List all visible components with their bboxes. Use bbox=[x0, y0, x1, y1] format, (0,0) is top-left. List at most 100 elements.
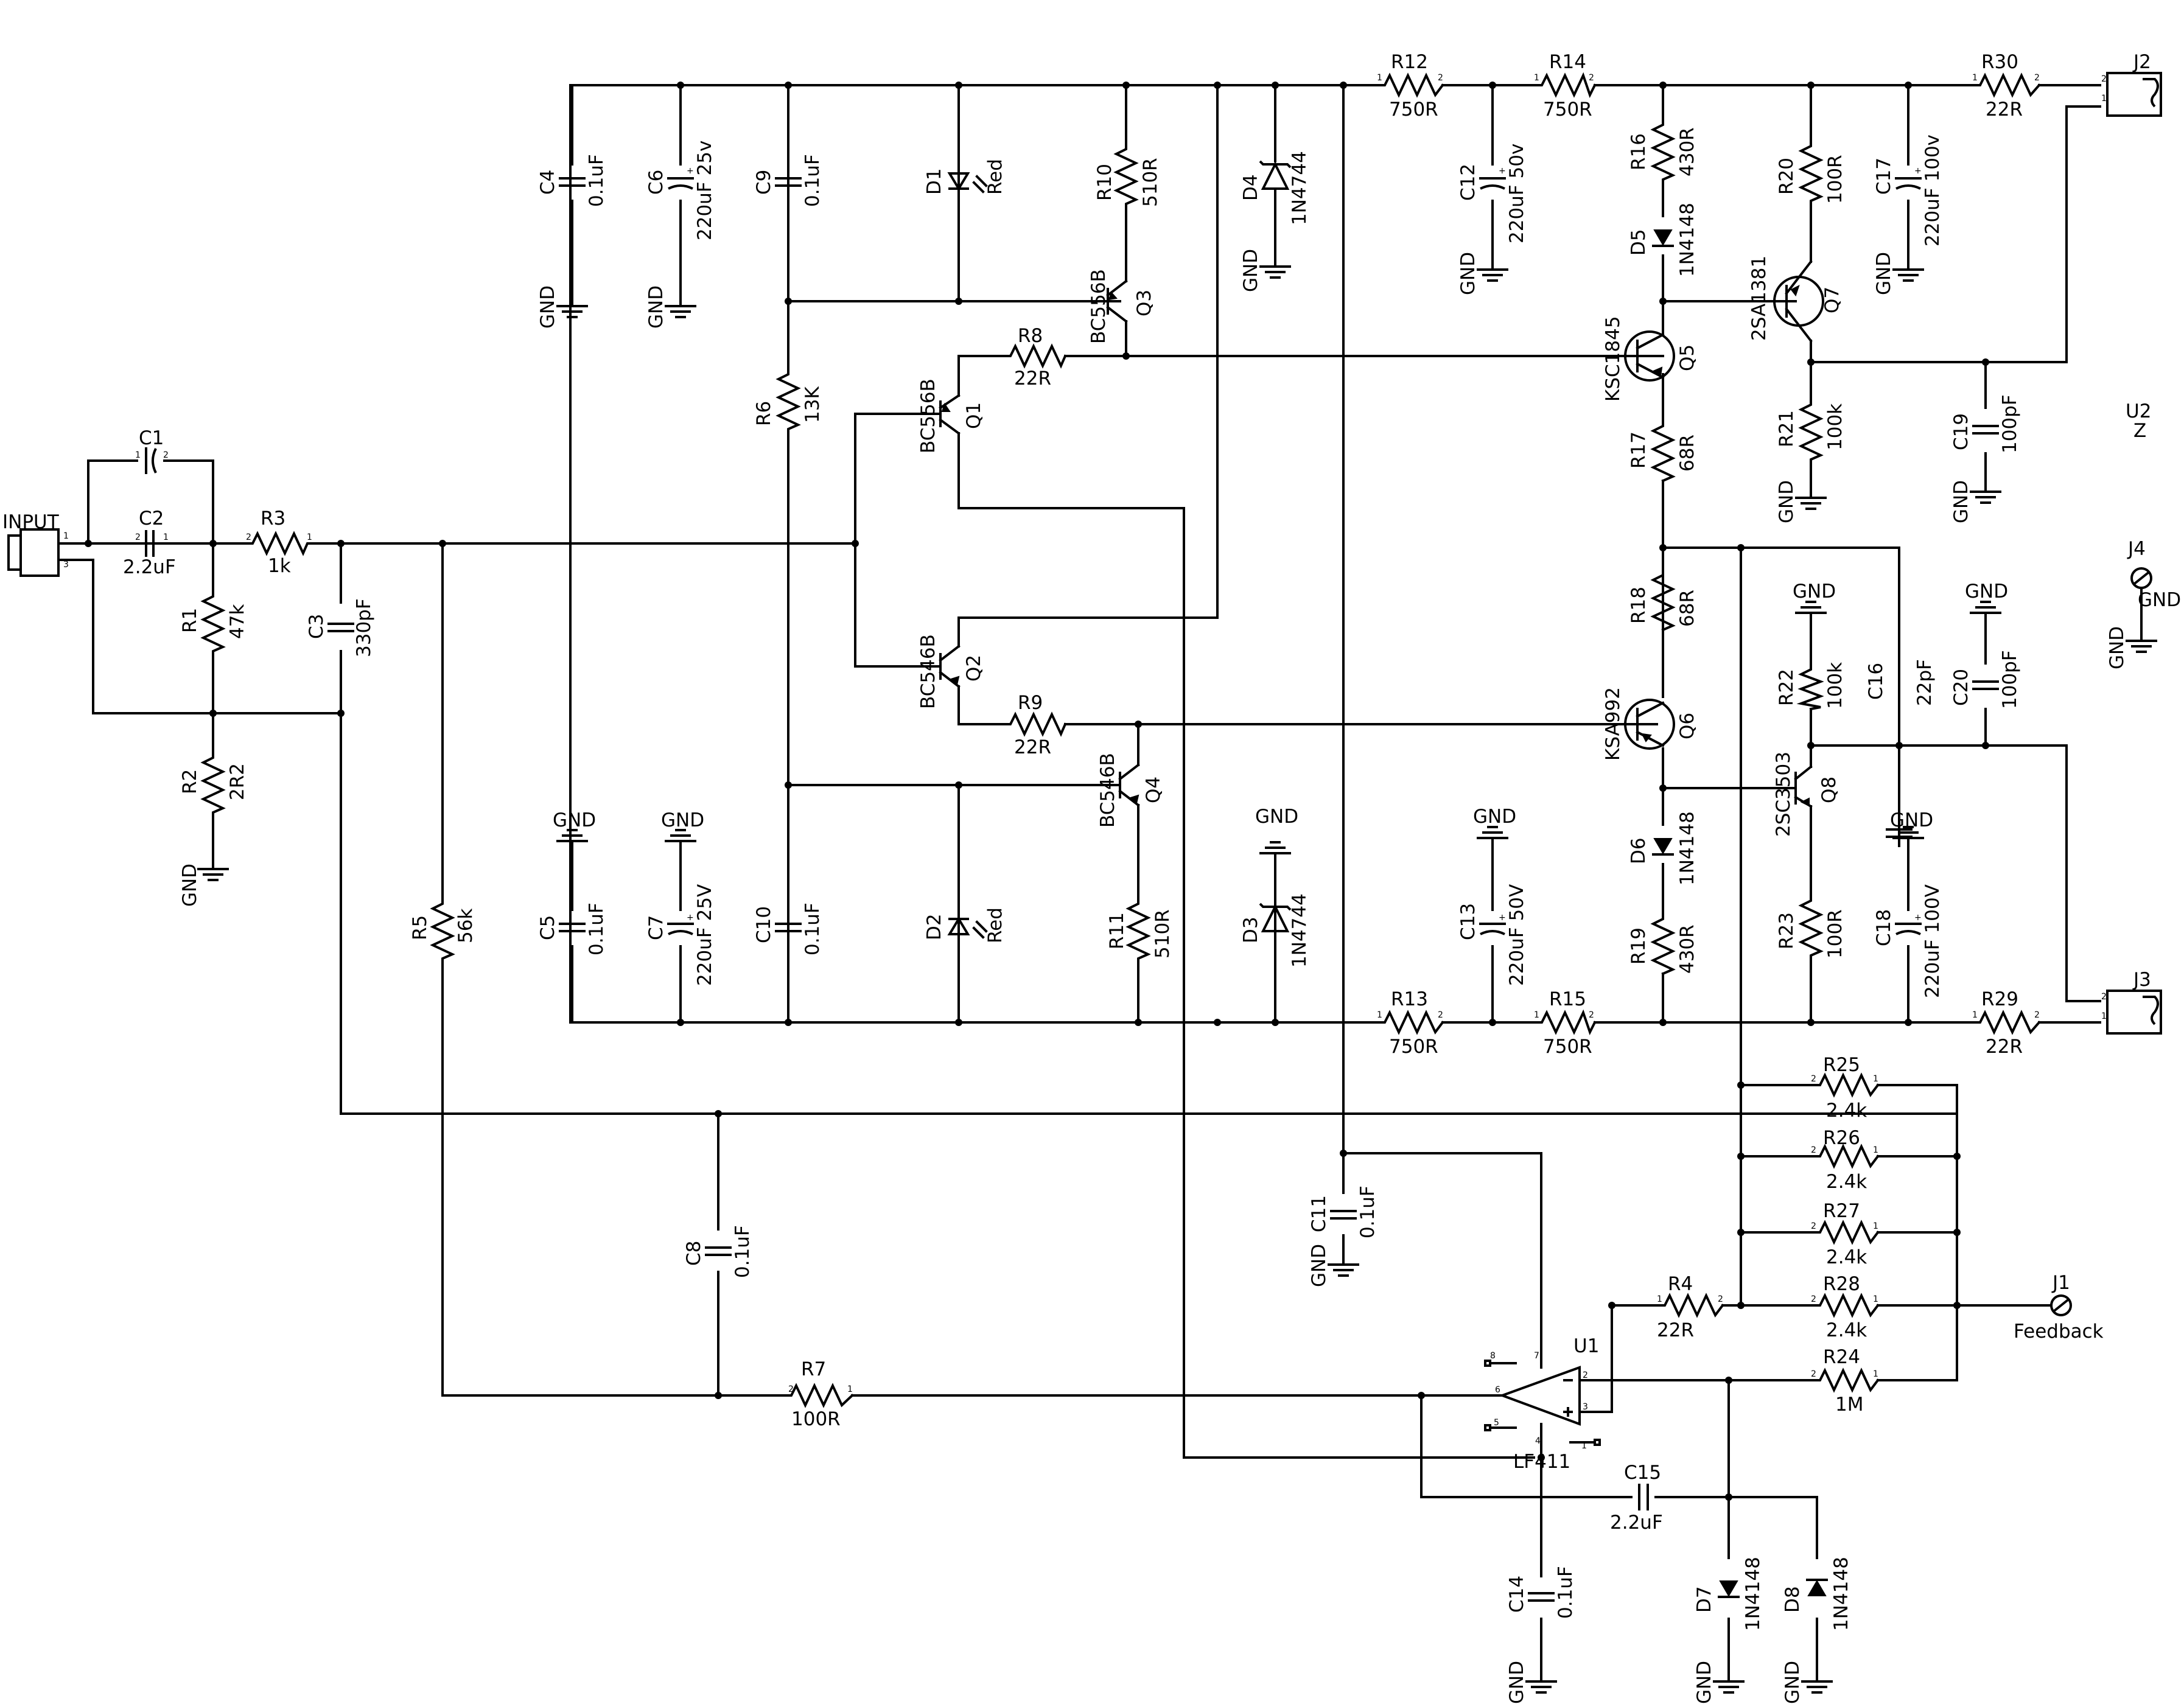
value-d3: 1N4744 bbox=[1289, 893, 1311, 968]
svg-text:1: 1 bbox=[1534, 1010, 1539, 1020]
label-r19: R19 bbox=[1628, 927, 1650, 965]
transistor-q4 bbox=[1118, 763, 1140, 807]
value-c12: 220uF 50v bbox=[1506, 144, 1528, 243]
resistor-r18 bbox=[1650, 565, 1676, 632]
svg-text:2: 2 bbox=[1438, 1010, 1443, 1020]
capacitor-c12: + bbox=[1479, 166, 1506, 190]
value-r14: 750R bbox=[1543, 99, 1592, 120]
label-q1: Q1 bbox=[963, 402, 985, 429]
svg-text:2: 2 bbox=[246, 532, 251, 542]
svg-text:1: 1 bbox=[2101, 1011, 2107, 1021]
label-r18: R18 bbox=[1628, 587, 1650, 624]
value-c4: 0.1uF bbox=[586, 154, 607, 207]
connectors bbox=[7, 72, 2162, 1316]
label-r6: R6 bbox=[753, 401, 775, 426]
gnd-j4: GND bbox=[2106, 626, 2128, 669]
svg-text:3: 3 bbox=[1583, 1402, 1588, 1412]
value-d6: 1N4148 bbox=[1676, 811, 1698, 885]
resistor-r19 bbox=[1650, 909, 1676, 976]
value-q3: BC556B bbox=[1088, 269, 1110, 344]
svg-text:2: 2 bbox=[788, 1384, 794, 1394]
value-j1: Feedback bbox=[2014, 1321, 2104, 1343]
label-d5: D5 bbox=[1628, 229, 1650, 256]
resistor-r2 bbox=[200, 747, 226, 817]
value-r15: 750R bbox=[1543, 1036, 1592, 1058]
label-r9: R9 bbox=[1018, 692, 1043, 714]
svg-text:1: 1 bbox=[1873, 1221, 1878, 1231]
label-c19: C19 bbox=[1950, 413, 1972, 450]
gnd-c5: GND bbox=[553, 809, 596, 831]
value-r4: 22R bbox=[1657, 1319, 1694, 1341]
svg-text:+: + bbox=[687, 166, 694, 176]
svg-text:+: + bbox=[1499, 913, 1506, 923]
value-q7: 2SA1381 bbox=[1748, 256, 1770, 341]
capacitor-c17: + bbox=[1895, 166, 1922, 190]
wires bbox=[60, 84, 2101, 1672]
label-r24: R24 bbox=[1823, 1346, 1860, 1368]
capacitor-c8 bbox=[705, 1246, 732, 1256]
label-c1: C1 bbox=[139, 427, 164, 449]
svg-text:8: 8 bbox=[1490, 1351, 1496, 1361]
resistor-r8 bbox=[1000, 343, 1067, 369]
label-r29: R29 bbox=[1981, 988, 2018, 1010]
value-q6: KSA992 bbox=[1602, 687, 1624, 761]
label-j4: J4 bbox=[2127, 538, 2146, 560]
label-r5: R5 bbox=[409, 915, 431, 940]
value-r5: 56k bbox=[455, 909, 477, 943]
gnd-d7: GND bbox=[1693, 1661, 1715, 1704]
resistor-r28 bbox=[1810, 1293, 1880, 1318]
capacitor-c7: + bbox=[667, 913, 694, 935]
resistor-r9 bbox=[1000, 711, 1067, 737]
svg-text:1: 1 bbox=[1377, 1010, 1382, 1020]
svg-text:2: 2 bbox=[1811, 1145, 1816, 1155]
transistors bbox=[939, 260, 1824, 808]
capacitor-c3 bbox=[327, 623, 354, 632]
value-r25: 2.4k bbox=[1826, 1100, 1867, 1122]
value-r16: 430R bbox=[1676, 127, 1698, 176]
gnd-c7: GND bbox=[661, 809, 704, 831]
value-d8: 1N4148 bbox=[1830, 1557, 1852, 1631]
svg-text:7: 7 bbox=[1534, 1351, 1539, 1361]
gnd-c11: GND bbox=[1308, 1244, 1330, 1287]
value-r1: 47k bbox=[226, 604, 248, 639]
svg-text:1: 1 bbox=[1873, 1074, 1878, 1084]
label-c12: C12 bbox=[1457, 164, 1479, 201]
label-c9: C9 bbox=[753, 170, 775, 195]
label-d7: D7 bbox=[1693, 1586, 1715, 1613]
gnd-d3: GND bbox=[1255, 806, 1298, 828]
resistor-r13 bbox=[1376, 1010, 1444, 1035]
resistor-r17 bbox=[1650, 416, 1676, 483]
gnd-c4: GND bbox=[537, 285, 559, 329]
value-r6: 13K bbox=[802, 386, 824, 423]
connector-j3 bbox=[2106, 990, 2162, 1035]
label-r20: R20 bbox=[1776, 158, 1797, 195]
capacitor-c15 bbox=[1638, 1484, 1649, 1510]
svg-text:1: 1 bbox=[63, 531, 69, 541]
svg-text:1: 1 bbox=[307, 532, 312, 542]
ground-symbols bbox=[197, 254, 2157, 1694]
label-r14: R14 bbox=[1549, 51, 1586, 73]
label-c20: C20 bbox=[1950, 669, 1972, 706]
transistor-q3 bbox=[1106, 279, 1128, 323]
gnd-c20: GND bbox=[1965, 581, 2008, 602]
label-c11: C11 bbox=[1308, 1195, 1330, 1232]
value-c10: 0.1uF bbox=[802, 903, 824, 955]
transistor-q2 bbox=[939, 644, 961, 688]
gnd-c6: GND bbox=[645, 285, 667, 329]
svg-text:1: 1 bbox=[1873, 1369, 1878, 1379]
svg-text:+: + bbox=[1914, 913, 1922, 923]
svg-text:2: 2 bbox=[135, 532, 141, 542]
label-u2: U2 bbox=[2126, 400, 2151, 422]
svg-text:1: 1 bbox=[847, 1384, 853, 1394]
value-r21: 100k bbox=[1824, 403, 1846, 450]
value-c13: 220uF 50V bbox=[1506, 884, 1528, 986]
resistor-r26 bbox=[1810, 1144, 1880, 1169]
label-c15: C15 bbox=[1624, 1462, 1661, 1484]
svg-text:4: 4 bbox=[1535, 1436, 1541, 1446]
label-q4: Q4 bbox=[1143, 777, 1164, 803]
capacitor-c4 bbox=[559, 177, 586, 187]
input-jack bbox=[7, 528, 60, 577]
label-d6: D6 bbox=[1628, 837, 1650, 864]
label-u1: U1 bbox=[1573, 1335, 1599, 1357]
label-c17: C17 bbox=[1873, 158, 1895, 195]
